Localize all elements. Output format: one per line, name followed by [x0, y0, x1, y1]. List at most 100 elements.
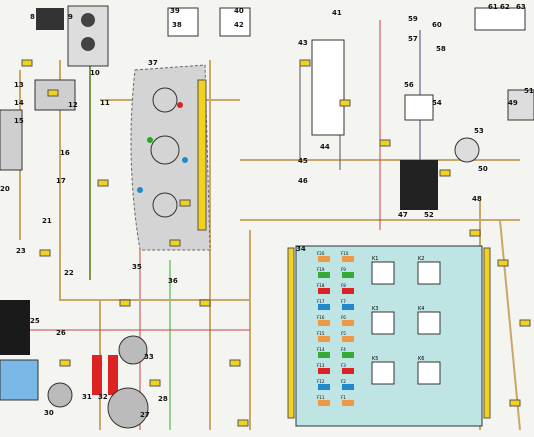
relay-body [417, 361, 441, 385]
fuse-f9: F9 [341, 267, 354, 278]
fuse-label: F17 [317, 299, 325, 304]
component-label-17: 17 [56, 177, 66, 185]
connector-4 [199, 299, 211, 307]
fuse-box-connector-left [287, 247, 295, 419]
indicator-blue-2 [137, 187, 143, 193]
fuse-body [318, 368, 330, 374]
cluster-connector [197, 79, 207, 231]
fuse-f14: F14 [317, 347, 330, 358]
component-33-motor [118, 335, 148, 365]
connector-14 [509, 399, 521, 407]
fuse-f15: F15 [317, 331, 330, 342]
component-label-32: 32 [98, 393, 108, 401]
component-label-31: 31 [82, 393, 92, 401]
connector-10 [439, 169, 451, 177]
connector-9 [379, 139, 391, 147]
relay-body [371, 261, 395, 285]
fuse-f13: F13 [317, 363, 330, 374]
component-label-34: 34 [296, 245, 306, 253]
fuse-label: F16 [317, 315, 325, 320]
component-label-42: 42 [234, 21, 244, 29]
fuse-f18: F18 [317, 283, 330, 294]
fuse-body [318, 320, 330, 326]
component-label-15: 15 [14, 117, 24, 125]
relay-label: K3 [372, 306, 378, 312]
connector-17 [149, 379, 161, 387]
fuse-f16: F16 [317, 315, 330, 326]
indicator-blue [182, 157, 188, 163]
connector-11 [469, 229, 481, 237]
component-label-53: 53 [474, 127, 484, 135]
gauge-2 [150, 135, 180, 165]
connector-5 [229, 359, 241, 367]
fuse-body [318, 400, 330, 406]
indicator-green [147, 137, 153, 143]
component-label-11: 11 [100, 99, 110, 107]
fuse-label: F11 [317, 395, 325, 400]
component-label-39: 39 [170, 7, 180, 15]
fuse-label: F18 [317, 283, 325, 288]
component-label-8: 8 [30, 13, 35, 21]
connector-15 [39, 249, 51, 257]
fuse-label: F5 [341, 331, 346, 336]
fuse-f17: F17 [317, 299, 330, 310]
fuse-body [342, 352, 354, 358]
component-label-59: 59 [408, 15, 418, 23]
component-label-61: 61 [488, 3, 498, 11]
fuse-label: F7 [341, 299, 346, 304]
component-label-63: 63 [516, 3, 526, 11]
relay-body [417, 261, 441, 285]
component-27-unit [107, 387, 149, 429]
fuse-f5: F5 [341, 331, 354, 342]
fuse-body [318, 288, 330, 294]
fuse-f6: F6 [341, 315, 354, 326]
fuse-body [318, 384, 330, 390]
component-label-27: 27 [140, 411, 150, 419]
component-label-20: 20 [0, 185, 10, 193]
fuse-label: F20 [317, 251, 325, 256]
fuse-body [342, 288, 354, 294]
fuse-f11: F11 [317, 395, 330, 406]
component-label-40: 40 [234, 7, 244, 15]
indicator-red [177, 102, 183, 108]
fuse-body [342, 320, 354, 326]
component-label-26: 26 [56, 329, 66, 337]
gauge-3 [152, 192, 178, 218]
fuse-label: F2 [341, 379, 346, 384]
component-label-22: 22 [64, 269, 74, 277]
component-label-43: 43 [298, 39, 308, 47]
connector-group [21, 59, 531, 427]
relay-label: K6 [418, 356, 424, 362]
component-label-45: 45 [298, 157, 308, 165]
relay-label: K1 [372, 256, 378, 262]
component-label-23: 23 [16, 247, 26, 255]
fuse-body [342, 368, 354, 374]
fuse-f20: F20 [317, 251, 330, 262]
component-label-49: 49 [508, 99, 518, 107]
fuse-label: F19 [317, 267, 325, 272]
component-8-block [36, 8, 64, 30]
fuse-label: F4 [341, 347, 346, 352]
component-label-47: 47 [398, 211, 408, 219]
right-bundle-2 [499, 219, 521, 431]
component-label-10: 10 [90, 69, 100, 77]
fuse-body [342, 384, 354, 390]
fuse-label: F3 [341, 363, 346, 368]
component-43-switch [311, 39, 345, 136]
relay-k2: K2 [417, 256, 441, 285]
component-label-51: 51 [524, 87, 534, 95]
switch-knob-1 [81, 13, 95, 27]
fuse-body [318, 256, 330, 262]
component-61-63-block [474, 7, 526, 31]
connector-0 [21, 59, 33, 67]
fuse-f4: F4 [341, 347, 354, 358]
relay-body [417, 311, 441, 335]
relay-k6: K6 [417, 356, 441, 385]
component-31-coil [92, 355, 102, 395]
gauge-1 [152, 87, 178, 113]
component-label-58: 58 [436, 45, 446, 53]
